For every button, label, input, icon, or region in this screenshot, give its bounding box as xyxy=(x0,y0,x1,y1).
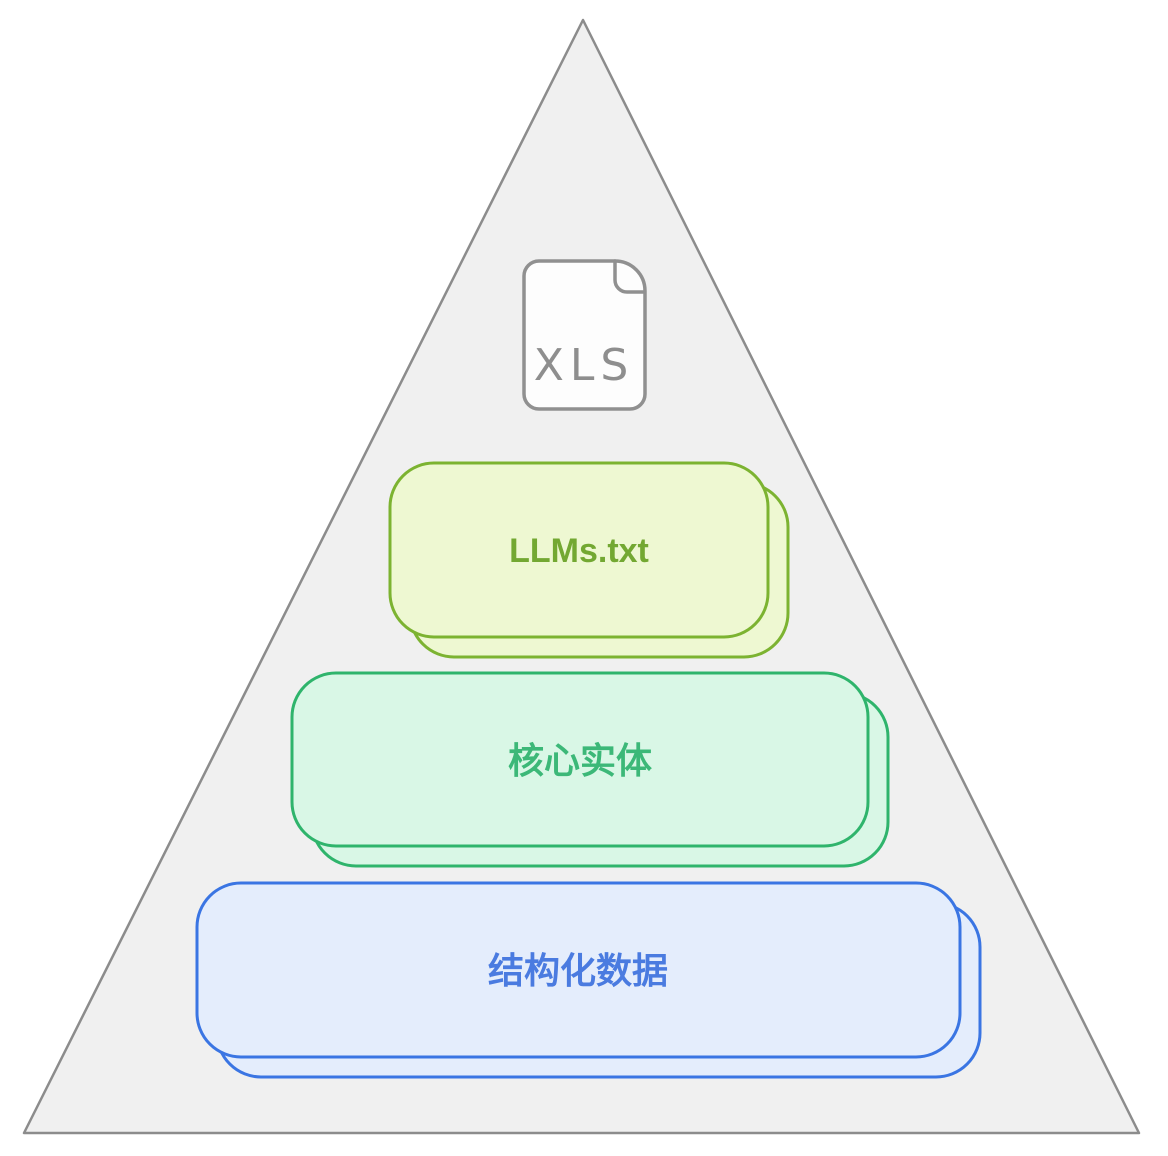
level-3-card xyxy=(195,881,962,1059)
level-1-card xyxy=(388,461,770,639)
file-type-label: XLS xyxy=(534,340,635,391)
file-fold-corner xyxy=(613,259,646,294)
level-2-card xyxy=(290,671,870,848)
pyramid-level-3: 结构化数据 xyxy=(195,881,982,1079)
pyramid-level-1: LLMs.txt xyxy=(388,461,790,659)
file-outline xyxy=(522,259,647,411)
level-1-label: LLMs.txt xyxy=(509,532,649,570)
xls-file-icon: XLS xyxy=(522,259,647,411)
level-3-label: 结构化数据 xyxy=(488,950,668,991)
level-2-label: 核心实体 xyxy=(508,740,652,781)
pyramid-level-2: 核心实体 xyxy=(290,671,890,868)
